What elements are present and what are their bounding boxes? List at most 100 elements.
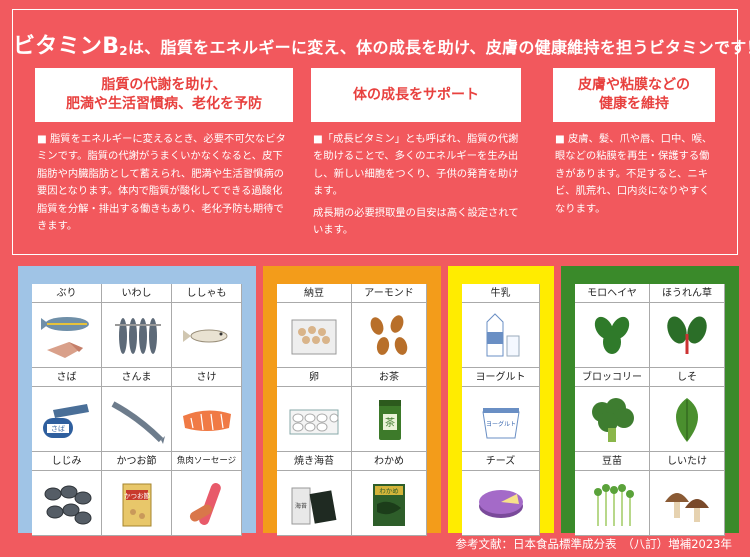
food-cell-egg: 卵 xyxy=(277,368,352,452)
food-cell-saba: さば さば xyxy=(32,368,102,452)
column-lipid: 脂質の代謝を助け、 肥満や生活習慣病、老化を予防 ■ 脂質をエネルギーに変えると… xyxy=(35,68,293,235)
column-text: ■「成長ビタミン」とも呼ばれ、脂質の代謝を助けることで、多くのエネルギーを生み出… xyxy=(313,133,519,198)
food-cell-milk: 牛乳 xyxy=(462,284,540,368)
food-cell-sanma: さんま xyxy=(102,368,172,452)
column-text: ■ 皮膚、髪、爪や唇、口中、喉、眼などの粘膜を再生・保護する働きがあります。不足… xyxy=(555,133,713,215)
yellowtail-illustration xyxy=(32,304,101,367)
saury-illustration xyxy=(102,388,171,451)
food-label: モロヘイヤ xyxy=(575,284,649,303)
food-cell-shijimi: しじみ xyxy=(32,452,102,536)
food-label: わかめ xyxy=(352,452,426,471)
food-label: 豆苗 xyxy=(575,452,649,471)
tea-can-illustration: 茶 xyxy=(352,388,426,451)
food-cell-shiitake: しいたけ xyxy=(650,452,725,536)
food-label: しそ xyxy=(650,368,724,387)
reference-note: 参考文献：日本食品標準成分表 （八訂）増補2023年 xyxy=(455,537,732,551)
food-label: 焼き海苔 xyxy=(277,452,351,471)
food-label: 納豆 xyxy=(277,284,351,303)
package-label: かつお節 xyxy=(124,491,151,500)
sardine-illustration xyxy=(102,304,171,367)
food-label: ほうれん草 xyxy=(650,284,724,303)
food-cell-toumyou: 豆苗 xyxy=(575,452,650,536)
food-grid: ぶり いわし ししゃも さば さば xyxy=(32,284,242,536)
food-label: チーズ xyxy=(462,452,539,471)
food-label: ブロッコリー xyxy=(575,368,649,387)
food-label: 魚肉ソーセージ xyxy=(172,452,241,471)
food-label: しいたけ xyxy=(650,452,724,471)
food-label: 卵 xyxy=(277,368,351,387)
food-cell-spinach: ほうれん草 xyxy=(650,284,725,368)
food-cell-nori: 焼き海苔 海苔 xyxy=(277,452,352,536)
food-label: ししゃも xyxy=(172,284,241,303)
food-grid: モロヘイヤ ほうれん草 ブロッコリー しそ xyxy=(575,284,725,536)
shishamo-illustration xyxy=(172,304,241,367)
bonito-flakes-illustration: かつお節 xyxy=(102,472,171,535)
broccoli-illustration xyxy=(575,388,649,451)
food-label: お茶 xyxy=(352,368,426,387)
food-cell-moroheiya: モロヘイヤ xyxy=(575,284,650,368)
food-cell-wakame: わかめ わかめ xyxy=(352,452,427,536)
wakame-label: わかめ xyxy=(379,487,399,495)
column-title: 脂質の代謝を助け、 肥満や生活習慣病、老化を予防 xyxy=(35,68,293,122)
salmon-illustration xyxy=(172,388,241,451)
column-title-line1: 体の成長をサポート xyxy=(353,86,479,103)
food-cell-fish-sausage: 魚肉ソーセージ xyxy=(172,452,242,536)
column-body: ■ 皮膚、髪、爪や唇、口中、喉、眼などの粘膜を再生・保護する働きがあります。不足… xyxy=(553,131,715,218)
column-title-line2: 肥満や生活習慣病、老化を予防 xyxy=(66,96,262,112)
food-cell-tea: お茶 茶 xyxy=(352,368,427,452)
clam-illustration xyxy=(32,472,101,535)
nori-label: 海苔 xyxy=(295,502,307,510)
wakame-illustration: わかめ xyxy=(352,472,426,535)
food-label: さけ xyxy=(172,368,241,387)
column-growth: 体の成長をサポート ■「成長ビタミン」とも呼ばれ、脂質の代謝を助けることで、多く… xyxy=(311,68,521,239)
column-title: 皮膚や粘膜などの 健康を維持 xyxy=(553,68,715,122)
headline: ビタミンB2は、脂質をエネルギーに変え、体の成長を助け、皮膚の健康維持を担うビタ… xyxy=(13,28,750,60)
food-grid: 納豆 アーモンド 卵 お茶 茶 xyxy=(277,284,427,536)
intro-panel: ビタミンB2は、脂質をエネルギーに変え、体の成長を助け、皮膚の健康維持を担うビタ… xyxy=(12,9,750,255)
yogurt-illustration: ヨーグルト xyxy=(462,388,539,451)
almond-illustration xyxy=(352,304,426,367)
food-cell-natto: 納豆 xyxy=(277,284,352,368)
food-cell-cheese: チーズ xyxy=(462,452,540,536)
natto-illustration xyxy=(277,304,351,367)
column-body: ■ 脂質をエネルギーに変えるとき、必要不可欠なビタミンです。脂質の代謝がうまくい… xyxy=(35,131,293,235)
food-cell-shiso: しそ xyxy=(650,368,725,452)
food-label: かつお節 xyxy=(102,452,171,471)
nori-illustration: 海苔 xyxy=(277,472,351,535)
food-label: ヨーグルト xyxy=(462,368,539,387)
food-cell-katsuobushi: かつお節 かつお節 xyxy=(102,452,172,536)
food-cell-almond: アーモンド xyxy=(352,284,427,368)
food-cell-broccoli: ブロッコリー xyxy=(575,368,650,452)
food-group-dairy: 牛乳 ヨーグルト ヨーグルト チーズ xyxy=(448,266,554,536)
column-title-line1: 皮膚や粘膜などの xyxy=(578,77,690,94)
food-label: しじみ xyxy=(32,452,101,471)
column-title-line1: 脂質の代謝を助け、 xyxy=(101,77,227,94)
food-label: さんま xyxy=(102,368,171,387)
food-cell-iwashi: いわし xyxy=(102,284,172,368)
shiitake-illustration xyxy=(650,472,724,535)
food-cell-sake: さけ xyxy=(172,368,242,452)
can-label: さば xyxy=(51,424,65,433)
mackerel-can-illustration: さば xyxy=(32,388,101,451)
food-group-fish: ぶり いわし ししゃも さば さば xyxy=(18,266,256,536)
fish-sausage-illustration xyxy=(172,472,241,535)
food-grid: 牛乳 ヨーグルト ヨーグルト チーズ xyxy=(462,284,540,536)
food-label: 牛乳 xyxy=(462,284,539,303)
food-label: いわし xyxy=(102,284,171,303)
tea-label: 茶 xyxy=(385,416,395,429)
yogurt-label: ヨーグルト xyxy=(485,420,515,428)
pea-sprouts-illustration xyxy=(575,472,649,535)
moroheiya-illustration xyxy=(575,304,649,367)
milk-illustration xyxy=(462,304,539,367)
food-label: アーモンド xyxy=(352,284,426,303)
food-label: さば xyxy=(32,368,101,387)
cheese-illustration xyxy=(462,472,539,535)
food-cell-yogurt: ヨーグルト ヨーグルト xyxy=(462,368,540,452)
food-label: ぶり xyxy=(32,284,101,303)
egg-carton-illustration xyxy=(277,388,351,451)
headline-sub: 2 xyxy=(119,44,128,58)
column-body: ■「成長ビタミン」とも呼ばれ、脂質の代謝を助けることで、多くのエネルギーを生み出… xyxy=(311,131,521,239)
headline-rest: は、脂質をエネルギーに変え、体の成長を助け、皮膚の健康維持を担うビタミンです！ xyxy=(127,38,750,57)
shiso-illustration xyxy=(650,388,724,451)
spinach-illustration xyxy=(650,304,724,367)
